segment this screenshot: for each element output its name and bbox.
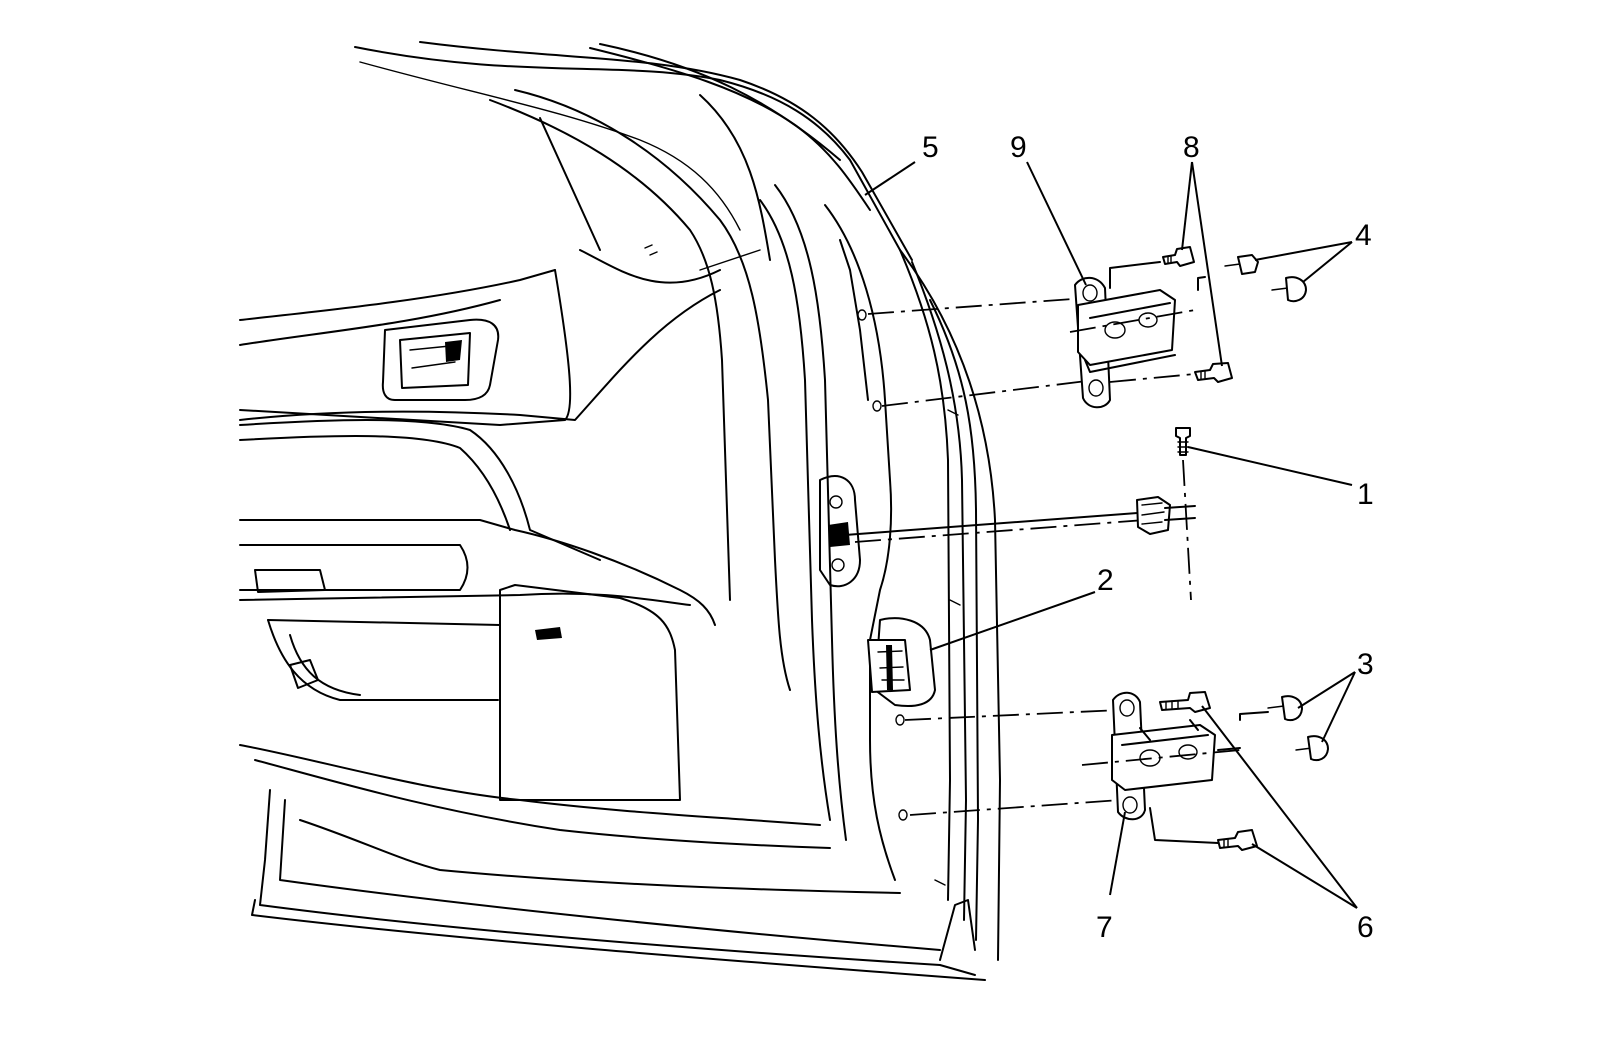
leader-2 bbox=[929, 591, 1096, 651]
leader-3b bbox=[1321, 671, 1356, 743]
callout-6: 6 bbox=[1357, 911, 1374, 944]
leader-4b bbox=[1302, 241, 1353, 283]
callout-7: 7 bbox=[1096, 911, 1113, 944]
callout-2: 2 bbox=[1097, 564, 1114, 597]
leader-5 bbox=[864, 161, 916, 196]
leader-9 bbox=[1026, 161, 1087, 286]
door-panel bbox=[239, 41, 1001, 981]
bolt-8-upper bbox=[1162, 246, 1195, 267]
leader-8b bbox=[1191, 161, 1223, 367]
lower-hinge bbox=[904, 691, 1329, 851]
bolt-3-upper bbox=[1267, 695, 1303, 722]
bolt-6-lower bbox=[1217, 829, 1258, 851]
bolt-6-upper bbox=[1159, 691, 1211, 713]
check-link-pin bbox=[1175, 427, 1192, 601]
bolt-8-lower bbox=[1194, 362, 1233, 383]
check-link bbox=[844, 496, 1196, 543]
callout-5: 5 bbox=[922, 131, 939, 164]
callout-3: 3 bbox=[1357, 648, 1374, 681]
bolt-4-upper bbox=[1224, 254, 1259, 275]
callout-9: 9 bbox=[1010, 131, 1027, 164]
leader-lines bbox=[864, 161, 1358, 909]
inner-door-handle bbox=[381, 318, 500, 401]
leader-7 bbox=[1109, 811, 1126, 896]
wiring-harness-connector bbox=[867, 617, 936, 708]
leader-4a bbox=[1254, 241, 1353, 261]
leader-3a bbox=[1297, 671, 1356, 709]
callout-1: 1 bbox=[1357, 478, 1374, 511]
callout-4: 4 bbox=[1355, 219, 1372, 252]
leader-6a bbox=[1201, 705, 1358, 909]
leader-6b bbox=[1251, 843, 1358, 909]
bolt-4-lower bbox=[1271, 276, 1307, 303]
upper-hinge bbox=[867, 246, 1307, 409]
callout-8: 8 bbox=[1183, 131, 1200, 164]
leader-1 bbox=[1187, 446, 1353, 486]
leader-8a bbox=[1181, 161, 1193, 251]
callout-labels: 1 2 3 4 5 6 7 8 9 bbox=[922, 131, 1374, 944]
